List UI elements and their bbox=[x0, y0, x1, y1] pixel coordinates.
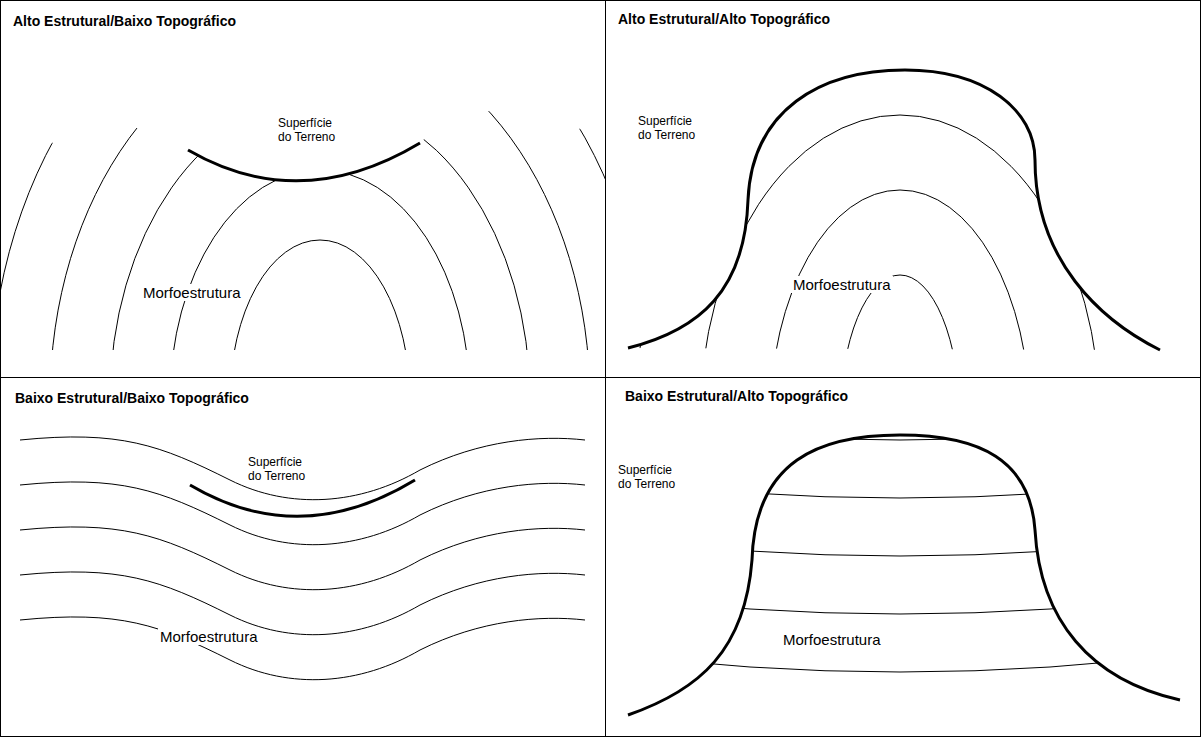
terrain-surface bbox=[190, 480, 415, 516]
panel-title: Alto Estrutural/Alto Topográfico bbox=[616, 11, 832, 27]
terrain-surface bbox=[188, 143, 420, 181]
panel-title: Baixo Estrutural/Baixo Topográfico bbox=[13, 390, 251, 406]
terrain-surface bbox=[628, 70, 1160, 350]
structure-label: Morfoestrutura bbox=[141, 284, 243, 301]
folded-layers bbox=[20, 437, 585, 680]
structure-label: Morfoestrutura bbox=[791, 276, 893, 293]
diagram-panel: Alto Estrutural/Baixo TopográficoSuperfí… bbox=[0, 0, 606, 378]
panel-title: Baixo Estrutural/Alto Topográfico bbox=[623, 388, 850, 404]
surface-label: Superfície do Terreno bbox=[636, 115, 704, 143]
surface-label: Superfície do Terreno bbox=[616, 464, 684, 492]
structure-label: Morfoestrutura bbox=[158, 628, 260, 645]
folded-layers bbox=[0, 0, 650, 737]
diagram-panel: Baixo Estrutural/Baixo TopográficoSuperf… bbox=[0, 377, 606, 737]
structure-label: Morfoestrutura bbox=[781, 631, 883, 648]
folded-layers bbox=[600, 420, 1200, 672]
diagram-panel: Baixo Estrutural/Alto TopográficoSuperfí… bbox=[605, 377, 1201, 737]
surface-label: Superfície do Terreno bbox=[276, 117, 344, 145]
surface-label: Superfície do Terreno bbox=[246, 456, 314, 484]
panel-title: Alto Estrutural/Baixo Topográfico bbox=[11, 13, 238, 29]
diagram-panel: Alto Estrutural/Alto TopográficoSuperfíc… bbox=[605, 0, 1201, 378]
terrain-surface bbox=[628, 435, 1180, 715]
